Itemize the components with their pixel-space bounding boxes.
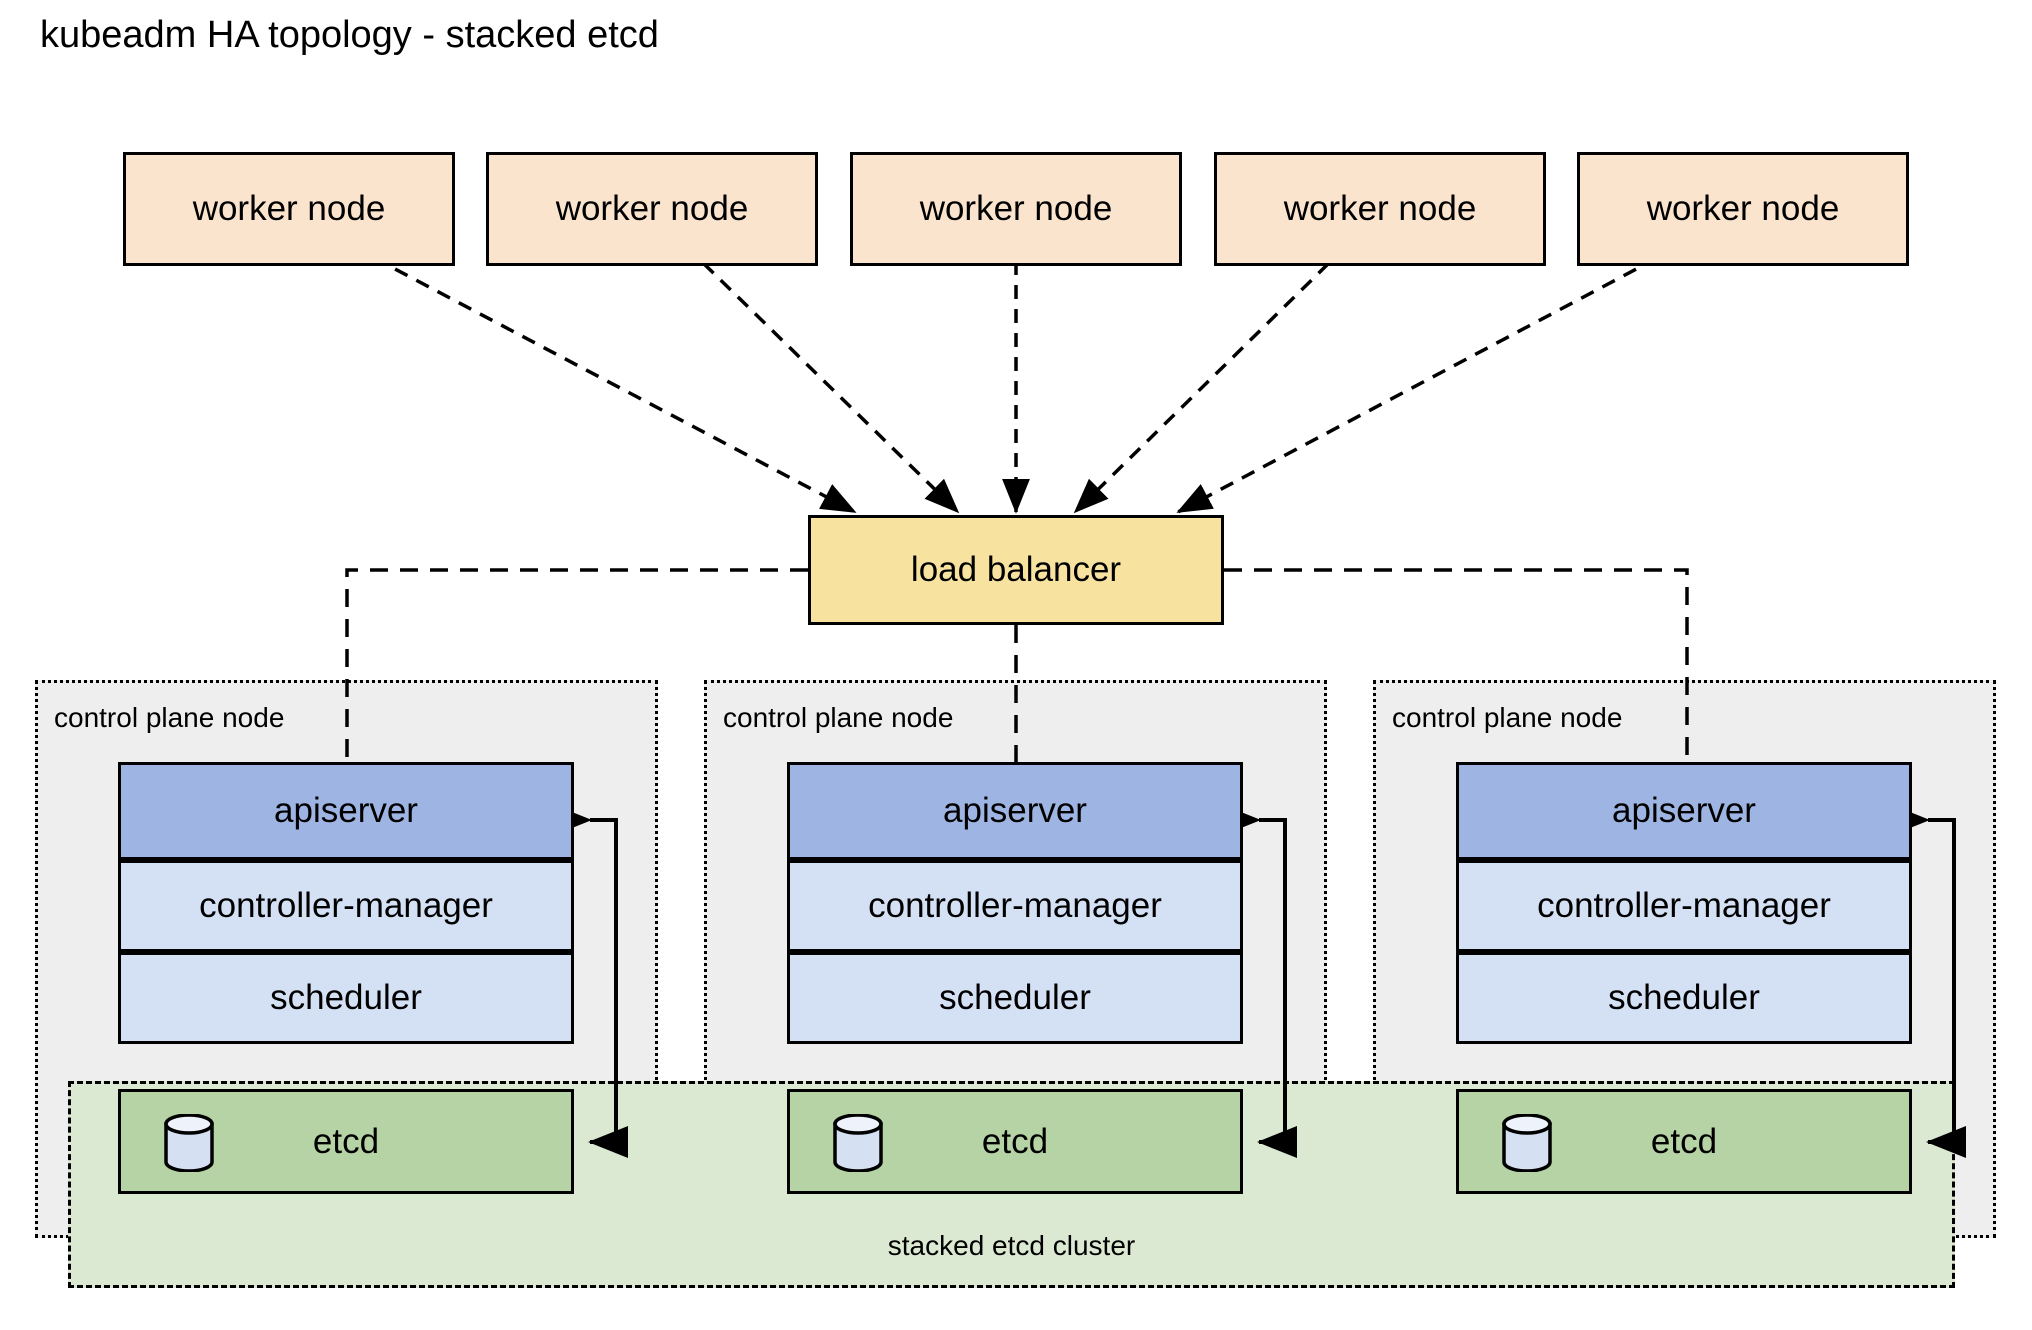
component-apiserver-1[interactable]: apiserver [118, 762, 574, 860]
component-label: controller-manager [1537, 886, 1831, 925]
component-label: apiserver [1612, 791, 1756, 830]
component-apiserver-2[interactable]: apiserver [787, 762, 1243, 860]
component-label: etcd [312, 1121, 380, 1161]
control-plane-node-label: control plane node [723, 702, 954, 733]
page-title: kubeadm HA topology - stacked etcd [40, 14, 659, 56]
component-controller-manager-2[interactable]: controller-manager [787, 860, 1243, 952]
component-label: etcd [981, 1121, 1049, 1161]
component-label: scheduler [1608, 978, 1760, 1017]
worker-node-3[interactable]: worker node [850, 152, 1182, 266]
component-label: apiserver [943, 791, 1087, 830]
worker-node-label: worker node [555, 189, 749, 228]
worker-node-1[interactable]: worker node [123, 152, 455, 266]
component-scheduler-3[interactable]: scheduler [1456, 952, 1912, 1044]
component-etcd-1[interactable]: etcd [118, 1089, 574, 1194]
worker-node-label: worker node [919, 189, 1113, 228]
component-apiserver-3[interactable]: apiserver [1456, 762, 1912, 860]
load-balancer-node[interactable]: load balancer [808, 515, 1224, 625]
component-controller-manager-1[interactable]: controller-manager [118, 860, 574, 952]
component-label: controller-manager [868, 886, 1162, 925]
component-label: apiserver [274, 791, 418, 830]
component-label: scheduler [939, 978, 1091, 1017]
control-plane-node-label: control plane node [1392, 702, 1623, 733]
component-label: scheduler [270, 978, 422, 1017]
stacked-etcd-cluster-label: stacked etcd cluster [887, 1230, 1136, 1261]
worker-node-5[interactable]: worker node [1577, 152, 1909, 266]
component-scheduler-2[interactable]: scheduler [787, 952, 1243, 1044]
component-label: controller-manager [199, 886, 493, 925]
database-cylinder-icon [833, 1114, 883, 1172]
database-cylinder-icon [1502, 1114, 1552, 1172]
component-scheduler-1[interactable]: scheduler [118, 952, 574, 1044]
worker-node-label: worker node [1646, 189, 1840, 228]
worker-node-label: worker node [192, 189, 386, 228]
component-controller-manager-3[interactable]: controller-manager [1456, 860, 1912, 952]
component-label: etcd [1650, 1121, 1718, 1161]
component-etcd-2[interactable]: etcd [787, 1089, 1243, 1194]
component-etcd-3[interactable]: etcd [1456, 1089, 1912, 1194]
worker-node-2[interactable]: worker node [486, 152, 818, 266]
database-cylinder-icon [164, 1114, 214, 1172]
control-plane-node-label: control plane node [54, 702, 285, 733]
worker-node-label: worker node [1283, 189, 1477, 228]
load-balancer-label: load balancer [910, 550, 1122, 589]
worker-node-4[interactable]: worker node [1214, 152, 1546, 266]
